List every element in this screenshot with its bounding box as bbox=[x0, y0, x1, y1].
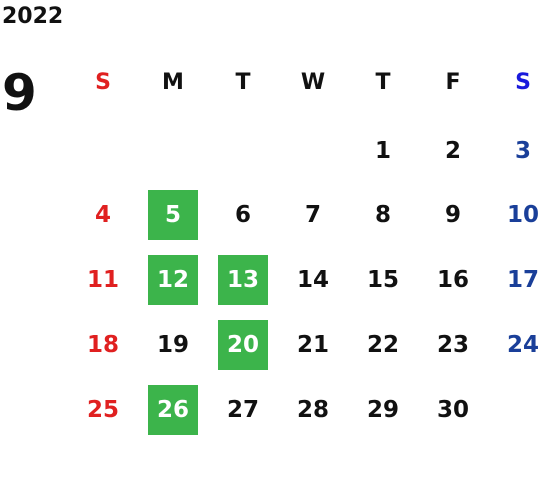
day-cell: 3 bbox=[488, 126, 548, 176]
year-label: 2022 bbox=[2, 4, 64, 29]
weekday-tuesday: T bbox=[235, 69, 251, 95]
day-cell: 1 bbox=[348, 126, 418, 176]
day-number: 3 bbox=[514, 138, 531, 164]
day-cell: 24 bbox=[488, 320, 548, 370]
day-cell-highlighted: 5 bbox=[138, 190, 208, 240]
day-number: 8 bbox=[374, 202, 391, 228]
day-number: 14 bbox=[296, 267, 329, 293]
day-cell-highlighted: 20 bbox=[208, 320, 278, 370]
day-number: 21 bbox=[296, 332, 329, 358]
weekday-wednesday: W bbox=[300, 69, 326, 95]
day-number: 23 bbox=[436, 332, 469, 358]
day-cell: 25 bbox=[68, 385, 138, 435]
day-cell bbox=[138, 126, 208, 176]
day-cell: 9 bbox=[418, 190, 488, 240]
day-number: 18 bbox=[86, 332, 119, 358]
day-cell: 15 bbox=[348, 255, 418, 305]
weekday-saturday: S bbox=[515, 69, 531, 95]
weekday-monday: M bbox=[162, 69, 184, 95]
day-number: 13 bbox=[218, 255, 268, 305]
week-row-1: 1 2 3 bbox=[68, 126, 548, 176]
weekday-friday: F bbox=[445, 69, 461, 95]
day-number bbox=[148, 126, 198, 176]
day-cell: 29 bbox=[348, 385, 418, 435]
day-number: 25 bbox=[86, 397, 119, 423]
day-cell: 22 bbox=[348, 320, 418, 370]
day-cell: 19 bbox=[138, 320, 208, 370]
day-cell: 21 bbox=[278, 320, 348, 370]
day-number: 20 bbox=[218, 320, 268, 370]
day-number: 5 bbox=[148, 190, 198, 240]
week-row-2: 4 5 6 7 8 9 10 bbox=[68, 190, 548, 240]
day-cell: 14 bbox=[278, 255, 348, 305]
day-number: 24 bbox=[506, 332, 539, 358]
day-number: 7 bbox=[304, 202, 321, 228]
day-number: 29 bbox=[366, 397, 399, 423]
day-number: 26 bbox=[148, 385, 198, 435]
day-number: 22 bbox=[366, 332, 399, 358]
weekday-sunday: S bbox=[95, 69, 111, 95]
day-number bbox=[288, 126, 338, 176]
day-cell: 6 bbox=[208, 190, 278, 240]
day-cell-highlighted: 13 bbox=[208, 255, 278, 305]
day-cell: 8 bbox=[348, 190, 418, 240]
day-cell: 11 bbox=[68, 255, 138, 305]
day-cell: 4 bbox=[68, 190, 138, 240]
day-number: 6 bbox=[234, 202, 251, 228]
day-number: 9 bbox=[444, 202, 461, 228]
weekday-thursday: T bbox=[375, 69, 391, 95]
day-number: 15 bbox=[366, 267, 399, 293]
day-cell: 16 bbox=[418, 255, 488, 305]
weekday-header-row: S M T W T F S bbox=[68, 57, 548, 107]
day-number: 28 bbox=[296, 397, 329, 423]
day-cell bbox=[278, 126, 348, 176]
day-cell bbox=[68, 126, 138, 176]
day-cell: 2 bbox=[418, 126, 488, 176]
day-cell: 18 bbox=[68, 320, 138, 370]
week-row-3: 11 12 13 14 15 16 17 bbox=[68, 255, 548, 305]
day-number: 27 bbox=[226, 397, 259, 423]
month-number: 9 bbox=[2, 64, 37, 122]
day-number: 12 bbox=[148, 255, 198, 305]
day-cell bbox=[208, 126, 278, 176]
day-cell-highlighted: 12 bbox=[138, 255, 208, 305]
day-number: 4 bbox=[94, 202, 111, 228]
week-row-4: 18 19 20 21 22 23 24 bbox=[68, 320, 548, 370]
day-number: 17 bbox=[506, 267, 539, 293]
day-cell-highlighted: 26 bbox=[138, 385, 208, 435]
day-number: 2 bbox=[444, 138, 461, 164]
day-number: 1 bbox=[374, 138, 391, 164]
day-cell: 30 bbox=[418, 385, 488, 435]
day-cell: 28 bbox=[278, 385, 348, 435]
day-cell: 23 bbox=[418, 320, 488, 370]
day-number: 11 bbox=[86, 267, 119, 293]
day-number bbox=[498, 385, 548, 435]
day-number: 30 bbox=[436, 397, 469, 423]
day-number: 10 bbox=[506, 202, 539, 228]
day-number: 16 bbox=[436, 267, 469, 293]
day-cell bbox=[488, 385, 548, 435]
day-cell: 27 bbox=[208, 385, 278, 435]
day-cell: 10 bbox=[488, 190, 548, 240]
day-cell: 7 bbox=[278, 190, 348, 240]
day-number bbox=[218, 126, 268, 176]
day-number bbox=[78, 126, 128, 176]
day-cell: 17 bbox=[488, 255, 548, 305]
day-number: 19 bbox=[156, 332, 189, 358]
week-row-5: 25 26 27 28 29 30 bbox=[68, 385, 548, 435]
